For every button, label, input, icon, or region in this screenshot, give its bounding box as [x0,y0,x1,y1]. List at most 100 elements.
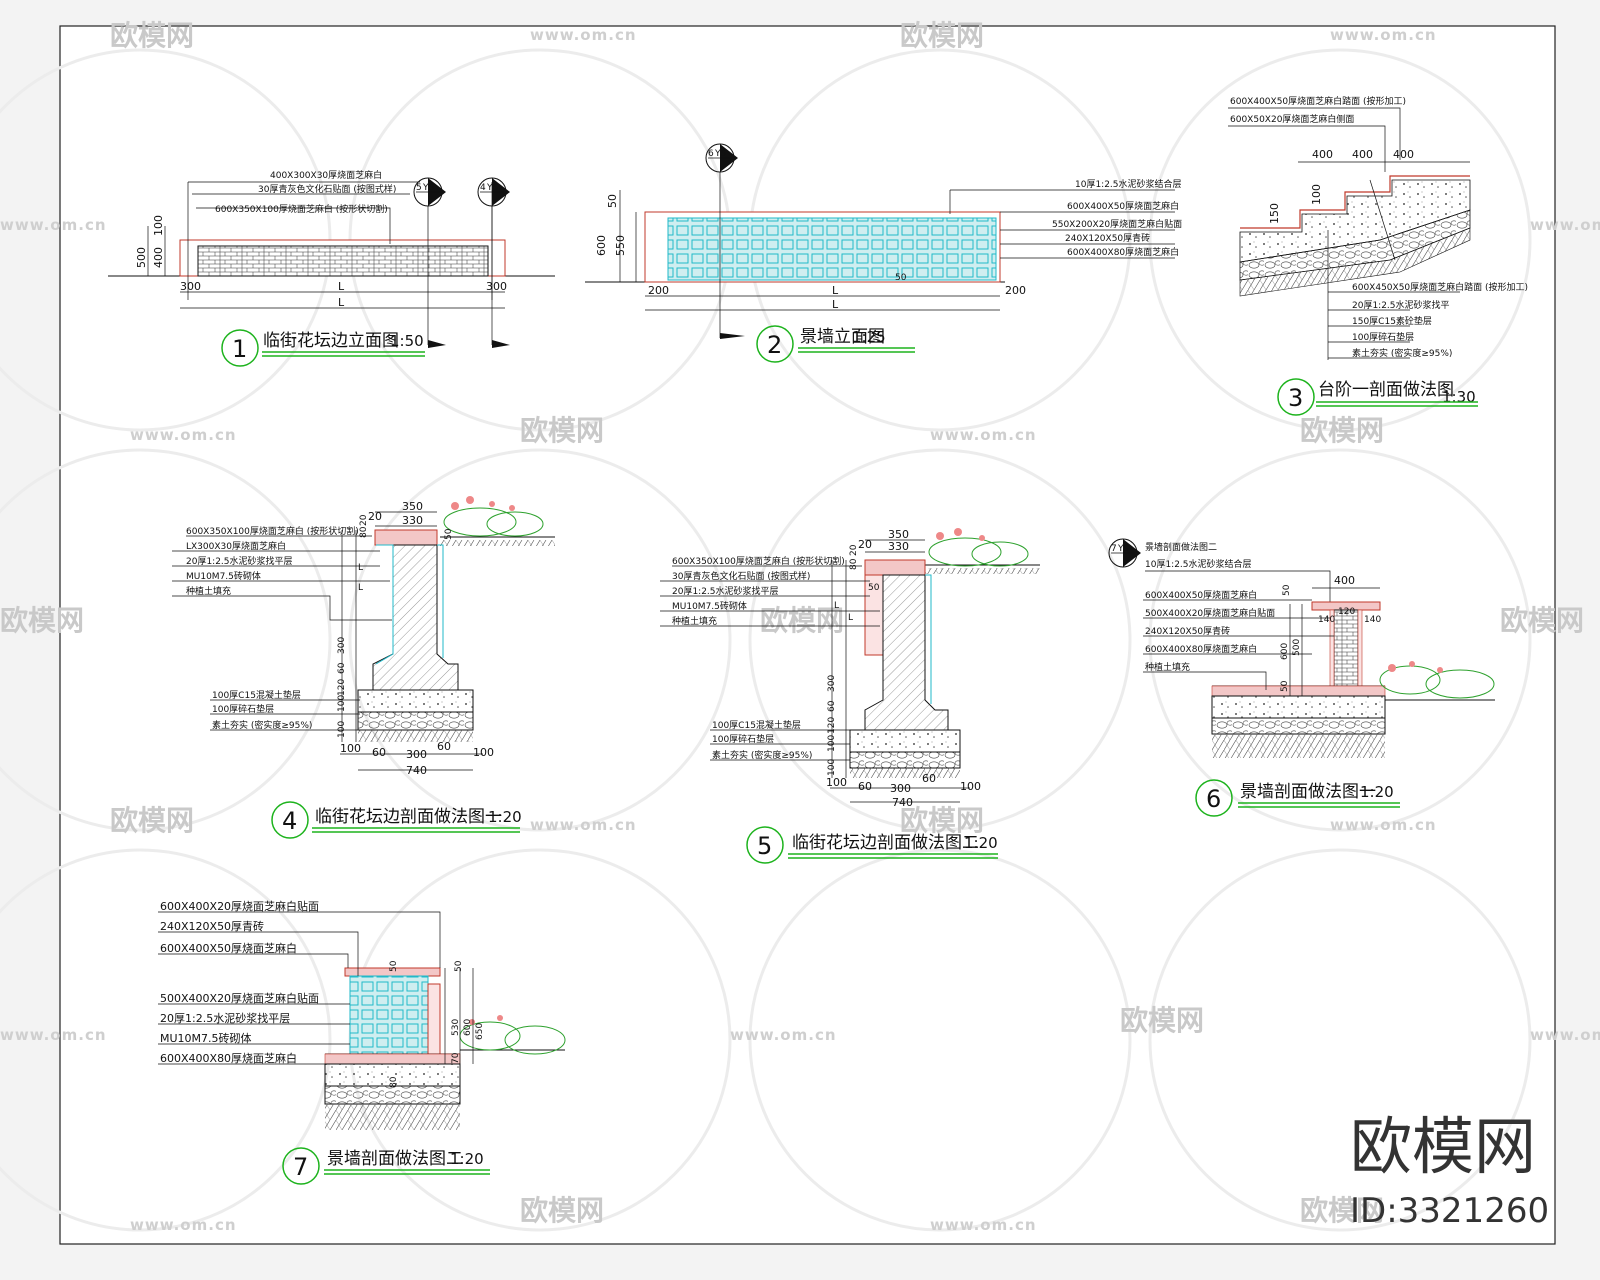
detail-7-feature-wall-section-2: 50 50 530 600 650 70 80 600X400X20厚烧面芝麻白… [158,899,566,1185]
watermark-brand: 欧模网 [1300,414,1384,447]
d7-number-circle [282,1147,320,1185]
d4-dim-80: 80 [359,526,369,538]
d1-dim-300b: 300 [486,280,507,293]
watermark-ring [0,448,332,832]
d2-title: 景墙立面图 [800,327,885,347]
d5-scale: 1:20 [964,834,998,852]
watermark-url: www.om.cn [530,816,637,834]
d3-dim-w1: 400 [1312,148,1333,161]
d6-scale: 1:20 [1360,783,1394,801]
d5-dim-L1: L [834,601,839,611]
d7-note-5: 20厚1:2.5水泥砂浆找平层 [160,1011,290,1025]
detail-6-feature-wall-section-1: 7 YS 景墙剖面做法图二 10厚1:2.5水泥砂浆结合层 400 50 140… [1108,538,1495,817]
d7-note-1: 600X400X20厚烧面芝麻白贴面 [160,899,319,913]
d2-note-3: 550X200X20厚烧面芝麻白贴面 [1052,218,1182,230]
d1-dim-L2: L [338,296,345,309]
detail-4-flowerbed-section-1: 350 20 330 80 20 50 L L 300 60 120 100 1… [172,496,555,839]
d5-dim-b60a: 60 [858,780,872,793]
d6-dim-50b: 50 [1280,680,1290,692]
d2-dim-L2: L [832,298,839,311]
watermark-brand: 欧模网 [900,804,984,837]
d4-number: 4 [282,807,297,835]
d4-dim-b60a: 60 [372,746,386,759]
watermark-ring [748,848,1132,1232]
watermark-ring [1148,48,1532,432]
d2-dim-200a: 200 [648,284,669,297]
d5-note-3: 20厚1:2.5水泥砂浆找平层 [672,585,779,597]
d3-number: 3 [1288,384,1303,412]
svg-text:7: 7 [1111,544,1117,554]
d6-dim-50a: 50 [1282,584,1292,596]
d2-note-2: 600X400X50厚烧面芝麻白 [1067,200,1179,212]
watermark-url: www.om.cn [530,26,637,44]
watermark-url: www.om.cn [1330,816,1437,834]
d5-note-8: 素土夯实 (密实度≥95%) [712,749,812,761]
watermark-ring [0,848,332,1232]
watermark-brand: 欧模网 [0,604,84,637]
d6-note-3: 500X400X20厚烧面芝麻白贴面 [1145,607,1275,619]
d7-scale: 1:20 [450,1150,484,1168]
watermark-layer: 欧模网欧模网欧模网欧模网欧模网欧模网欧模网欧模网欧模网欧模网欧模网欧模网www.… [0,19,1600,1234]
d4-plants [443,496,544,537]
d3-note-1: 600X450X50厚烧面芝麻白踏面 (按形加工) [1352,281,1528,293]
d1-section-tag-4[interactable]: 4 YS [477,177,510,348]
watermark-url: www.om.cn [930,426,1037,444]
svg-text:5: 5 [416,183,422,193]
svg-text:6: 6 [708,149,714,159]
d6-plants [1379,661,1495,699]
d4-dim-L2: L [358,583,363,593]
d4-note-8: 素土夯实 (密实度≥95%) [212,719,312,731]
d5-dim-b60b: 60 [922,772,936,785]
d1-section-tag-5[interactable]: 5 YS [413,177,446,348]
d2-number-circle [756,325,794,363]
d4-dim-120: 120 [337,679,347,696]
d3-note-3: 150厚C15素砼垫层 [1352,315,1432,327]
d4-dim-100b: 100 [337,721,347,738]
d5-dim-120: 120 [827,717,837,734]
svg-text:YS: YS [486,183,498,193]
d4-note-3: 20厚1:2.5水泥砂浆找平层 [186,555,293,567]
d2-dim-200b: 200 [1005,284,1026,297]
d6-note-ref: 景墙剖面做法图二 [1145,541,1217,553]
d6-dim-140b: 140 [1364,615,1381,625]
d2-dim-50: 50 [606,194,619,208]
d4-number-circle [271,801,309,839]
d5-note-5: 种植土填充 [672,615,717,627]
watermark-ring [1148,448,1532,832]
detail-2-feature-wall-elevation: 10厚1:2.5水泥砂浆结合层 600X400X50厚烧面芝麻白 550X200… [585,143,1182,363]
d4-note-5: 种植土填充 [186,585,231,597]
d2-number: 2 [767,331,782,359]
d5-dim-50: 50 [868,583,880,593]
d6-section-tag-7[interactable]: 7 YS [1108,538,1141,568]
d3-dim-w3: 400 [1393,148,1414,161]
watermark-url: www.om.cn [0,216,107,234]
watermark-brand: 欧模网 [110,804,194,837]
d5-number: 5 [757,832,772,860]
d1-dim-500: 500 [135,247,148,268]
watermark-brand: 欧模网 [1300,1194,1384,1227]
d5-dim-b300: 300 [890,782,911,795]
watermark-ring [1148,848,1532,1232]
svg-text:4: 4 [480,183,486,193]
d7-dim-50b: 50 [454,960,464,972]
d2-scale: 1:25 [852,328,886,346]
d4-note-1: 600X350X100厚烧面芝麻白 (按形状切割) [186,525,359,537]
d6-note-5: 600X400X80厚烧面芝麻白 [1145,643,1257,655]
detail-5-flowerbed-section-2: 350 20 330 80 20 50 L L 300 60 120 100 1… [660,528,1040,864]
d2-section-tag-6[interactable]: 6 YS [705,143,745,339]
d5-dim-20b: 20 [849,544,859,556]
watermark-url: www.om.cn [130,426,237,444]
watermark-url: www.om.cn [930,1216,1037,1234]
d5-number-circle [746,826,784,864]
d3-note-4: 100厚碎石垫层 [1352,331,1414,343]
d2-note-1: 10厚1:2.5水泥砂浆结合层 [1075,178,1182,190]
d1-dim-400: 400 [152,247,165,268]
d4-dim-b100b: 100 [473,746,494,759]
watermark-brand: 欧模网 [900,19,984,52]
d7-dim-70: 70 [451,1052,461,1064]
d7-dim-530: 530 [451,1019,461,1036]
d4-dim-b740: 740 [406,764,427,777]
watermark-brand: 欧模网 [760,604,844,637]
d4-dim-L1: L [358,563,363,573]
d6-number-circle [1195,779,1233,817]
